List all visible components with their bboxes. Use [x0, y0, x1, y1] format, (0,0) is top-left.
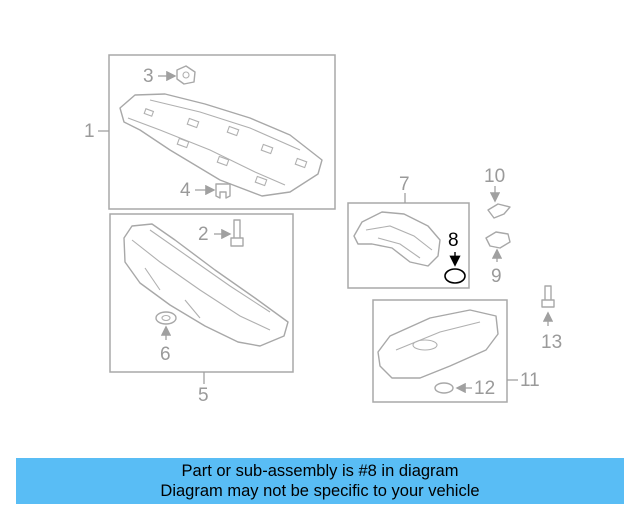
- callout-5: 5: [198, 385, 209, 406]
- info-banner: Part or sub-assembly is #8 in diagram Di…: [16, 458, 624, 504]
- under-cover-upper-part: [119, 93, 323, 197]
- banner-line-part-number: Part or sub-assembly is #8 in diagram: [181, 462, 459, 480]
- washer-part-12: [434, 382, 454, 394]
- under-cover-lower-part: [123, 223, 289, 347]
- callout-3: 3: [143, 66, 154, 87]
- callout-8-highlighted: 8: [448, 230, 459, 251]
- clip-part-3: [176, 65, 196, 85]
- group-7-box: [347, 202, 470, 289]
- callout-13: 13: [541, 332, 562, 353]
- group-5-box: [109, 213, 294, 373]
- group-11-box: [372, 299, 508, 403]
- push-clip-part-4: [215, 183, 231, 199]
- assembly-group-1: 1 3 4: [84, 54, 336, 210]
- callout-10: 10: [484, 166, 505, 187]
- clip-part-9: [485, 231, 511, 249]
- callout-11: 11: [520, 370, 540, 391]
- callout-4: 4: [180, 180, 191, 201]
- callout-12: 12: [474, 378, 495, 399]
- callout-6: 6: [160, 344, 171, 365]
- callout-7: 7: [399, 174, 410, 195]
- clip-part-10: [487, 203, 511, 219]
- assembly-group-5: 5 2 6: [109, 213, 294, 406]
- callout-9: 9: [491, 266, 502, 287]
- bracket-cover-part: [353, 211, 441, 267]
- assembly-group-11: 11 12: [372, 299, 540, 403]
- group-1-box: [108, 54, 336, 210]
- callout-1: 1: [84, 121, 95, 142]
- clip-parts-9-10: 10 9: [484, 166, 511, 287]
- callout-2: 2: [198, 224, 209, 245]
- bolt-part-2: [230, 219, 244, 247]
- banner-line-disclaimer: Diagram may not be specific to your vehi…: [160, 482, 480, 500]
- parts-diagram: 1 3 4 5: [84, 54, 562, 406]
- floor-cover-part: [377, 309, 499, 379]
- bolt-part-13: 13: [541, 285, 562, 353]
- washer-part-6: [155, 311, 177, 325]
- grommet-part-8: [444, 268, 466, 284]
- assembly-group-7: 7 8: [347, 174, 470, 289]
